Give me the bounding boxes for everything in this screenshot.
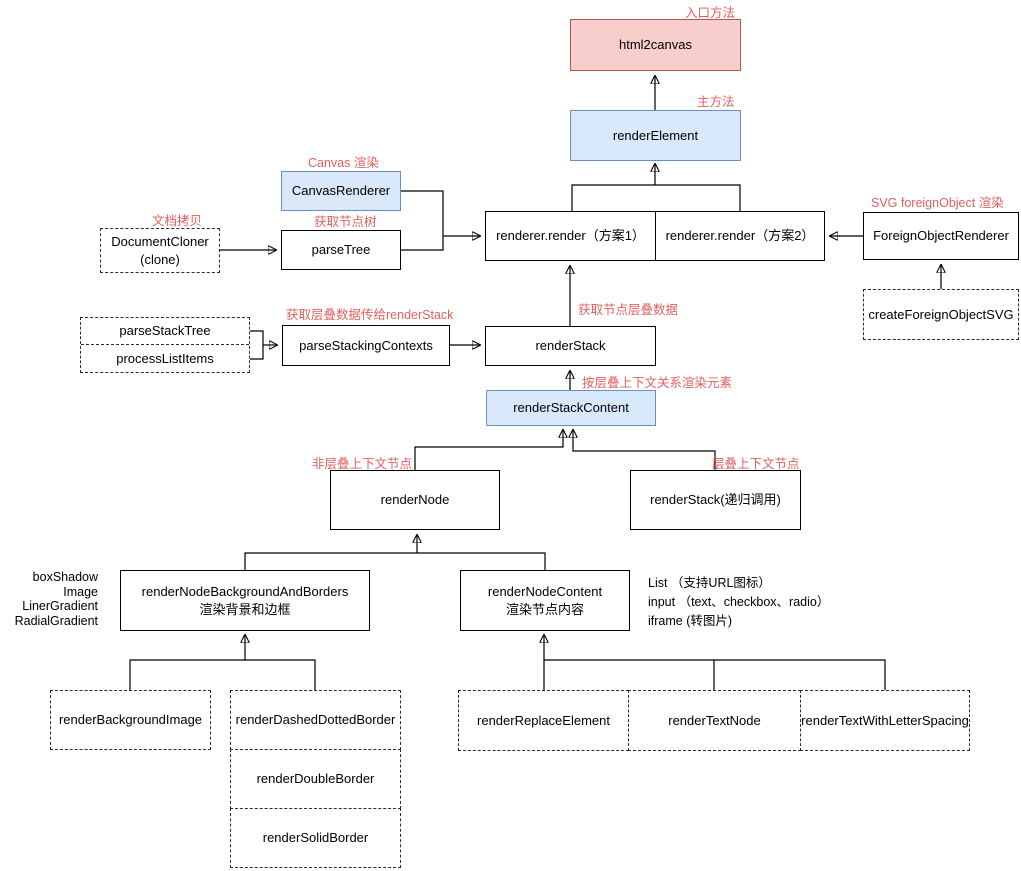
node-parse-stack-tree: parseStackTree bbox=[81, 318, 249, 346]
node-render-stack-recursive: renderStack(递归调用) bbox=[630, 470, 801, 530]
label-render-by-stacking-context: 按层叠上下文关系渲染元素 bbox=[582, 376, 733, 390]
node-label: renderNodeContent bbox=[487, 583, 603, 599]
label-canvas-render: Canvas 渲染 bbox=[308, 156, 379, 170]
label-get-node-tree: 获取节点树 bbox=[314, 215, 377, 229]
node-parse-stacking-contexts: parseStackingContexts bbox=[282, 325, 450, 366]
note-background-types: boxShadow Image LinerGradient RadialGrad… bbox=[14, 570, 98, 628]
node-document-cloner: DocumentCloner (clone) bbox=[100, 228, 220, 273]
connector-children-to-rendernode bbox=[244, 535, 546, 570]
node-label: renderReplaceElement bbox=[477, 712, 610, 728]
node-sublabel: 渲染节点内容 bbox=[505, 601, 584, 617]
label-main-method: 主方法 bbox=[697, 95, 735, 109]
node-label: html2canvas bbox=[619, 37, 692, 53]
node-parse-stack-group: parseStackTree processListItems bbox=[80, 317, 250, 373]
connector-parsestacktree-to-parsestackingcontexts bbox=[250, 330, 277, 360]
label-non-stacking-context-node: 非层叠上下文节点 bbox=[312, 457, 413, 471]
connector-canvasrenderer-parsetree-to-renderer1 bbox=[400, 190, 480, 251]
node-render-dashed-dotted-border: renderDashedDottedBorder bbox=[230, 690, 401, 750]
node-label: renderStack(递归调用) bbox=[650, 492, 781, 508]
node-render-replace-element: renderReplaceElement bbox=[458, 690, 629, 751]
node-render-node: renderNode bbox=[330, 470, 500, 530]
connector-renderer-bracket-to-renderelement bbox=[571, 164, 741, 211]
node-render-double-border: renderDoubleBorder bbox=[230, 749, 401, 809]
node-render-text-node: renderTextNode bbox=[628, 690, 801, 751]
node-label: createForeignObjectSVG bbox=[868, 306, 1014, 322]
node-render-solid-border: renderSolidBorder bbox=[230, 808, 401, 868]
connector-rendernode-to-renderstackcontent bbox=[414, 430, 563, 470]
label-entry-method: 入口方法 bbox=[685, 6, 736, 20]
node-render-node-content: renderNodeContent 渲染节点内容 bbox=[460, 570, 630, 631]
node-label: renderDoubleBorder bbox=[256, 771, 375, 787]
node-render-element: renderElement bbox=[570, 110, 741, 161]
node-label: renderStack bbox=[535, 338, 606, 354]
node-render-stack-content: renderStackContent bbox=[486, 390, 656, 426]
connector-children-to-rendernodecontent bbox=[544, 635, 886, 690]
node-label: renderSolidBorder bbox=[262, 830, 369, 846]
node-sublabel: 渲染背景和边框 bbox=[199, 601, 291, 617]
node-label: ForeignObjectRenderer bbox=[873, 228, 1009, 244]
node-canvas-renderer: CanvasRenderer bbox=[281, 171, 401, 211]
connector-children-to-rendernodebackground bbox=[129, 635, 316, 690]
node-render-text-with-letter-spacing: renderTextWithLetterSpacing bbox=[800, 690, 970, 751]
node-renderer-render-1: renderer.render（方案1） bbox=[485, 211, 656, 261]
node-process-list-items: processListItems bbox=[81, 345, 249, 372]
node-label: renderer.render（方案2） bbox=[665, 228, 815, 244]
node-label: renderNode bbox=[380, 492, 450, 508]
node-label: processListItems bbox=[116, 350, 214, 366]
node-render-stack: renderStack bbox=[485, 326, 656, 366]
node-label: parseTree bbox=[311, 242, 371, 258]
node-label: renderDashedDottedBorder bbox=[235, 712, 396, 728]
label-pass-stack-data: 获取层叠数据传给renderStack bbox=[286, 308, 454, 322]
node-sublabel: (clone) bbox=[140, 251, 180, 267]
label-doc-copy: 文档拷贝 bbox=[152, 214, 203, 228]
node-label: renderNodeBackgroundAndBorders bbox=[141, 583, 349, 599]
node-label: CanvasRenderer bbox=[291, 183, 391, 199]
label-get-node-stack-data: 获取节点层叠数据 bbox=[578, 303, 679, 317]
node-render-background-image: renderBackgroundImage bbox=[50, 690, 211, 750]
node-renderer-render-2: renderer.render（方案2） bbox=[655, 211, 825, 261]
node-html2canvas: html2canvas bbox=[570, 19, 741, 71]
node-label: renderTextWithLetterSpacing bbox=[801, 712, 969, 728]
node-label: renderBackgroundImage bbox=[58, 712, 203, 728]
node-render-node-background-and-borders: renderNodeBackgroundAndBorders 渲染背景和边框 bbox=[120, 570, 370, 631]
node-label: parseStackingContexts bbox=[299, 337, 433, 353]
label-stacking-context-node: 层叠上下文节点 bbox=[712, 457, 800, 471]
note-content-types: List （支持URL图标） input （text、checkbox、radi… bbox=[648, 576, 830, 628]
node-label: renderElement bbox=[612, 127, 699, 143]
node-label: renderer.render（方案1） bbox=[496, 228, 645, 244]
connector-renderstackrecursive-to-renderstackcontent bbox=[573, 430, 716, 470]
node-parse-tree: parseTree bbox=[281, 230, 401, 270]
node-label: DocumentCloner bbox=[111, 233, 209, 249]
node-label: renderTextNode bbox=[668, 712, 761, 728]
label-svg-foreignobject-render: SVG foreignObject 渲染 bbox=[871, 196, 1004, 210]
node-foreign-object-renderer: ForeignObjectRenderer bbox=[863, 212, 1019, 260]
node-create-foreign-object-svg: createForeignObjectSVG bbox=[863, 289, 1019, 340]
node-label: parseStackTree bbox=[119, 323, 211, 339]
node-label: renderStackContent bbox=[513, 400, 629, 416]
